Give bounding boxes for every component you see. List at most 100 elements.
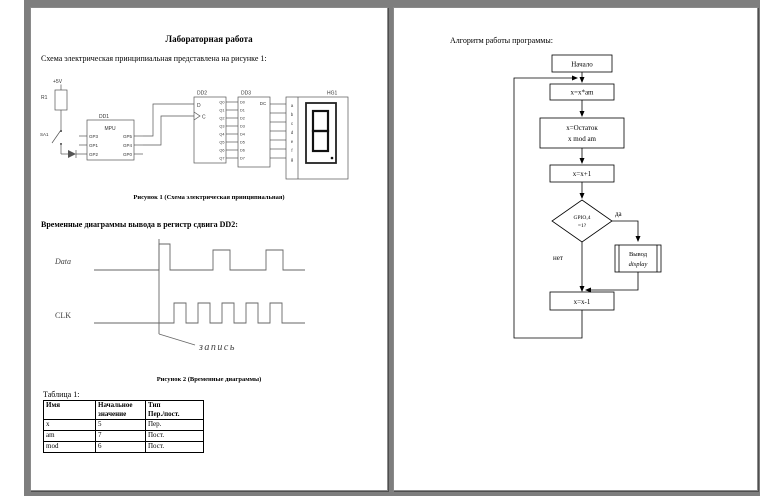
step2-label-line1: x=Остаток	[566, 124, 598, 132]
dd1-dd2-wires	[143, 103, 194, 146]
write-label: запись	[198, 342, 236, 353]
svg-text:e: e	[291, 139, 294, 144]
intro-paragraph: Схема электрическая принципиальная предс…	[41, 54, 267, 63]
dd2-label: DD2	[197, 91, 207, 97]
svg-text:Q1: Q1	[219, 109, 224, 113]
no-label: нет	[553, 254, 563, 262]
svg-text:D5: D5	[240, 141, 245, 145]
svg-text:g: g	[291, 157, 294, 162]
doc-title: Лабораторная работа	[165, 34, 253, 44]
yes-branch-arrow	[612, 220, 641, 242]
svg-text:D6: D6	[240, 149, 245, 153]
variables-table: Имя Начальное значение Тип Пер./пост. x …	[43, 400, 204, 453]
step1-label: x=x*am	[571, 89, 595, 97]
svg-text:a: a	[291, 103, 294, 108]
dd1-pin: GP3	[89, 134, 99, 139]
start-label: Начало	[571, 61, 593, 69]
output-return-arrow	[585, 272, 639, 293]
col-initial: Начальное значение	[95, 400, 146, 420]
decision-label-line1: GPIO,4	[574, 215, 591, 221]
svg-text:Q0: Q0	[219, 101, 224, 105]
step3-label: x=x+1	[573, 170, 592, 178]
timing-figure: Data CLK запись	[54, 239, 305, 353]
schematic-figure: +5V R1 SA1 DD1 MPU GP3	[40, 79, 349, 180]
svg-text:D0: D0	[240, 101, 245, 105]
col-type: Тип Пер./пост.	[145, 400, 204, 420]
dd1-box	[86, 119, 135, 161]
svg-text:D4: D4	[240, 133, 245, 137]
dd1-pin: GP1	[89, 143, 99, 148]
svg-text:Q4: Q4	[219, 133, 224, 137]
svg-text:Q7: Q7	[219, 157, 224, 161]
svg-text:Q5: Q5	[219, 141, 224, 145]
dd2-pin-d: D	[197, 103, 201, 109]
flowchart-figure: Начало x=x*am x=Остаток x mod am x=x+1 G…	[513, 54, 662, 339]
dd1-stubs	[79, 135, 143, 155]
resistor-label: R1	[41, 95, 48, 101]
step4-label: x=x-1	[574, 298, 591, 306]
svg-text:D3: D3	[240, 125, 245, 129]
figure2-caption: Рисунок 2 (Временные диаграммы)	[156, 376, 262, 383]
power-wire	[54, 84, 68, 130]
svg-text:D2: D2	[240, 117, 245, 121]
svg-text:c: c	[291, 121, 293, 126]
table-label: Таблица 1:	[43, 390, 80, 399]
svg-text:Q2: Q2	[219, 117, 224, 121]
dd3-label: DD3	[241, 91, 251, 97]
hg1-box	[285, 96, 349, 180]
decision-diamond	[551, 199, 613, 243]
dd3-hg1-bus	[270, 103, 286, 159]
svg-text:d: d	[291, 130, 294, 135]
svg-text:b: b	[291, 112, 294, 117]
table-row: mod 6 Пост.	[43, 440, 204, 453]
loop-back-arrow	[513, 75, 583, 339]
dd3-input-labels: D0 D1 D2 D3 D4 D5 D6 D7	[240, 101, 245, 161]
clk-waveform	[94, 302, 305, 324]
svg-text:D7: D7	[240, 157, 245, 161]
step2-label-line2: x mod am	[568, 135, 597, 143]
svg-text:D1: D1	[240, 109, 245, 113]
segment-pin-labels: a b c d e f g	[291, 103, 294, 162]
svg-text:Q6: Q6	[219, 149, 224, 153]
switch-label: SA1	[40, 132, 49, 137]
output-label-line2: display	[629, 261, 648, 268]
output-label-line1: Вывод	[629, 251, 648, 258]
dd2-pin-c: C	[202, 115, 206, 121]
dd3-box	[237, 96, 271, 168]
table-header-row: Имя Начальное значение Тип Пер./пост.	[43, 400, 204, 420]
diode-symbol	[61, 150, 87, 158]
table-row: am 7 Пост.	[43, 429, 204, 442]
algorithm-heading: Алгоритм работы программы:	[450, 36, 553, 45]
col-name: Имя	[43, 400, 96, 420]
dd2-output-labels: Q0 Q1 Q2 Q3 Q4 Q5 Q6 Q7	[219, 101, 224, 161]
figure1-caption: Рисунок 1 (Схема электрическая принципиа…	[133, 194, 285, 201]
clock-wedge-icon	[193, 111, 201, 121]
seven-segment-display-icon	[305, 102, 337, 164]
mpu-label: MPU	[104, 126, 116, 132]
dd1-pin: GP2	[89, 152, 99, 157]
power-label: +5V	[53, 79, 63, 85]
svg-text:f: f	[291, 148, 293, 153]
svg-text:Q3: Q3	[219, 125, 224, 129]
dd3-type-label: DC	[260, 101, 267, 106]
clk-signal-label: CLK	[55, 311, 71, 320]
data-signal-label: Data	[54, 257, 71, 266]
data-waveform	[94, 243, 305, 271]
decision-label-line2: =1?	[578, 223, 587, 229]
page-left: Лабораторная работа Схема электрическая …	[30, 7, 388, 491]
page-right: Алгоритм работы программы: Начало x=x*am…	[393, 7, 758, 491]
dd1-pin: GP5	[123, 134, 133, 139]
write-marker	[158, 239, 196, 346]
hg1-label: HG1	[327, 91, 338, 97]
dd2-dd3-bus	[226, 101, 238, 159]
dd1-label: DD1	[99, 114, 109, 120]
yes-label: да	[615, 210, 623, 218]
dd1-pin: GP0	[123, 152, 133, 157]
step2-block	[539, 117, 625, 149]
resistor-symbol	[54, 89, 68, 111]
timing-paragraph: Временные диаграммы вывода в регистр сдв…	[41, 220, 238, 229]
switch-symbol	[51, 129, 62, 154]
dd2-box	[193, 96, 227, 164]
dd1-pin: GP4	[123, 143, 133, 148]
table-row: x 5 Пер.	[43, 418, 204, 431]
